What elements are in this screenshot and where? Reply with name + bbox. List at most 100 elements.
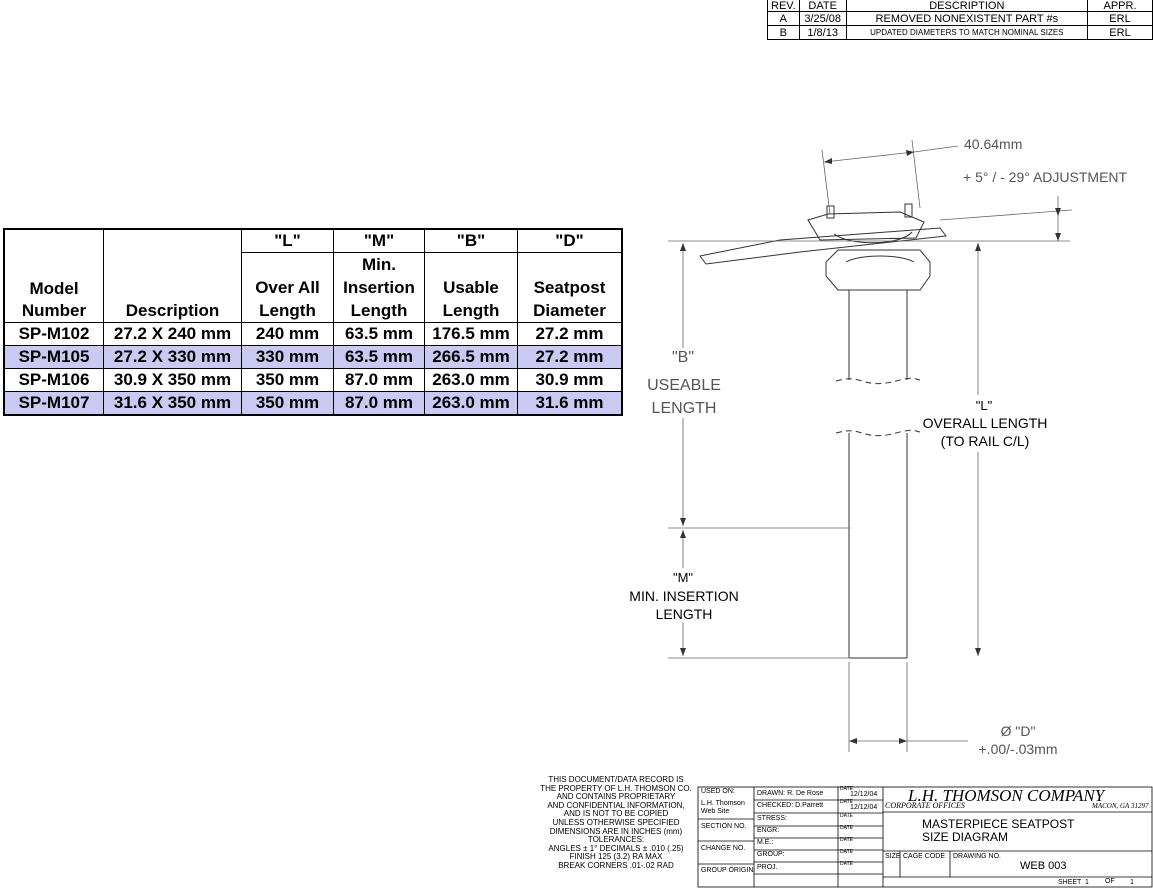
change-no-label: CHANGE NO. bbox=[701, 845, 746, 852]
b-label: "B" bbox=[672, 349, 694, 366]
clamp-extension-line bbox=[911, 139, 921, 209]
clamp-body bbox=[807, 211, 925, 241]
drawn-by: DRAWN: R. De Rose bbox=[757, 790, 824, 797]
description-header: Description bbox=[103, 228, 242, 323]
overall-length-header: Over All Length bbox=[241, 252, 334, 323]
header-line: Usable bbox=[443, 278, 499, 297]
rev-date-cell: 3/25/08 bbox=[798, 11, 847, 26]
header-line: Length bbox=[259, 301, 316, 320]
clamp-bolt bbox=[904, 203, 913, 218]
clamp-width-dimension-line bbox=[823, 151, 915, 163]
note-line: UNLESS OTHERWISE SPECIFIED bbox=[552, 817, 680, 827]
diameter-cell: 30.9 mm bbox=[517, 368, 623, 392]
post-head bbox=[825, 249, 931, 291]
seatpost-outline bbox=[699, 203, 947, 659]
head-curve bbox=[845, 255, 915, 263]
revision-row: B 1/8/13 UPDATED DIAMETERS TO MATCH NOMI… bbox=[767, 25, 1153, 40]
arrowhead bbox=[680, 518, 686, 526]
date-label: DATE bbox=[840, 825, 853, 831]
model-cell: SP-M107 bbox=[3, 391, 104, 416]
sheet-total: 1 bbox=[1130, 879, 1134, 886]
proj-label: PROJ. bbox=[757, 864, 778, 871]
arrowhead bbox=[1055, 208, 1061, 216]
description-cell: 27.2 X 240 mm bbox=[103, 322, 242, 346]
overall-length-cell: 350 mm bbox=[241, 391, 334, 416]
rev-appr-cell: ERL bbox=[1087, 25, 1153, 40]
clamp-width-label: 40.64mm bbox=[964, 136, 1022, 152]
break-line bbox=[835, 429, 921, 437]
date-label: DATE bbox=[840, 813, 853, 819]
drawn-date: 12/12/04 bbox=[850, 791, 878, 798]
date-label: DATE bbox=[840, 849, 853, 855]
header-line: Length bbox=[350, 301, 408, 320]
rev-date-cell: 1/8/13 bbox=[798, 25, 847, 40]
arrowhead bbox=[680, 530, 686, 538]
m-label: LENGTH bbox=[656, 606, 713, 622]
angle-line bbox=[939, 209, 1073, 221]
note-line: AND CONFIDENTIAL INFORMATION, bbox=[547, 800, 685, 810]
header-line: Insertion bbox=[343, 278, 415, 297]
date-label: DATE bbox=[840, 786, 853, 792]
letter-l: "L" bbox=[241, 228, 334, 253]
m-label: MIN. INSERTION bbox=[629, 588, 738, 604]
diameter-cell: 27.2 mm bbox=[517, 345, 623, 369]
usable-length-header: Usable Length bbox=[424, 252, 518, 323]
arrowheads bbox=[680, 150, 1061, 744]
note-line: DIMENSIONS ARE IN INCHES (mm) bbox=[549, 826, 683, 836]
note-line: TOLERANCES: bbox=[587, 835, 645, 845]
date-label: DATE bbox=[840, 837, 853, 843]
engr-label: ENGR: bbox=[757, 827, 780, 834]
stress-label: STRESS: bbox=[757, 815, 787, 822]
saddle-rail bbox=[699, 227, 947, 265]
table-row: SP-M105 27.2 X 330 mm 330 mm 63.5 mm 266… bbox=[3, 345, 623, 369]
header-line: Min. bbox=[362, 255, 396, 274]
header-line: Length bbox=[442, 301, 500, 320]
title-block-frame bbox=[697, 786, 1153, 888]
arrowhead bbox=[849, 738, 857, 744]
me-label: M.E.: bbox=[757, 839, 774, 846]
date-label: DATE bbox=[840, 861, 853, 867]
header-line: Seatpost bbox=[533, 278, 606, 297]
overall-length-cell: 240 mm bbox=[241, 322, 334, 346]
arrowhead bbox=[899, 738, 907, 744]
note-line: AND CONTAINS PROPRIETARY bbox=[556, 792, 676, 802]
description-cell: 31.6 X 350 mm bbox=[103, 391, 242, 416]
break-line bbox=[835, 377, 921, 385]
clamp-extension-line bbox=[821, 149, 831, 215]
model-cell: SP-M106 bbox=[3, 368, 104, 392]
b-label: USEABLE bbox=[647, 377, 721, 394]
l-label: (TO RAIL C/L) bbox=[941, 433, 1030, 449]
note-line: FINISH 125 (3.2) RA MAX bbox=[569, 852, 663, 862]
arrowhead bbox=[975, 243, 981, 251]
drawing-number: WEB 003 bbox=[1020, 860, 1067, 872]
model-header-line: Model bbox=[29, 279, 79, 298]
drawing-title-line: SIZE DIAGRAM bbox=[922, 830, 1009, 844]
section-no-label: SECTION NO. bbox=[701, 823, 747, 830]
clamp-bolt bbox=[826, 205, 835, 219]
usable-length-cell: 263.0 mm bbox=[424, 391, 518, 416]
cage-code-label: CAGE CODE bbox=[903, 853, 946, 860]
drawing-no-label: DRAWING NO. bbox=[953, 853, 1001, 860]
table-row: SP-M106 30.9 X 350 mm 350 mm 87.0 mm 263… bbox=[3, 368, 623, 392]
min-insertion-cell: 87.0 mm bbox=[333, 391, 425, 416]
model-header-line: Number bbox=[21, 301, 87, 320]
letter-d: "D" bbox=[517, 228, 623, 253]
note-line: ANGLES ± 1° DECIMALS ± .010 (.25) bbox=[548, 843, 684, 853]
arrowhead bbox=[680, 648, 686, 656]
company-name: L.H. THOMSON COMPANY bbox=[908, 786, 1105, 805]
l-label: "L" bbox=[976, 398, 993, 413]
note-line: BREAK CORNERS .01-.02 RAD bbox=[558, 860, 674, 870]
usable-length-cell: 263.0 mm bbox=[424, 368, 518, 392]
arrowhead bbox=[906, 150, 914, 156]
d-label: Ø "D" bbox=[1001, 723, 1036, 739]
arrowhead bbox=[824, 158, 832, 164]
drawing-title: MASTERPIECE SEATPOST SIZE DIAGRAM bbox=[922, 818, 1074, 844]
header-line: Over All bbox=[255, 278, 320, 297]
model-header: Model Number bbox=[3, 228, 104, 323]
header-line: Diameter bbox=[533, 301, 606, 320]
l-label: OVERALL LENGTH bbox=[923, 415, 1048, 431]
min-insertion-cell: 63.5 mm bbox=[333, 322, 425, 346]
of-label: OF bbox=[1105, 878, 1115, 885]
checked-date: 12/12/04 bbox=[850, 804, 878, 811]
